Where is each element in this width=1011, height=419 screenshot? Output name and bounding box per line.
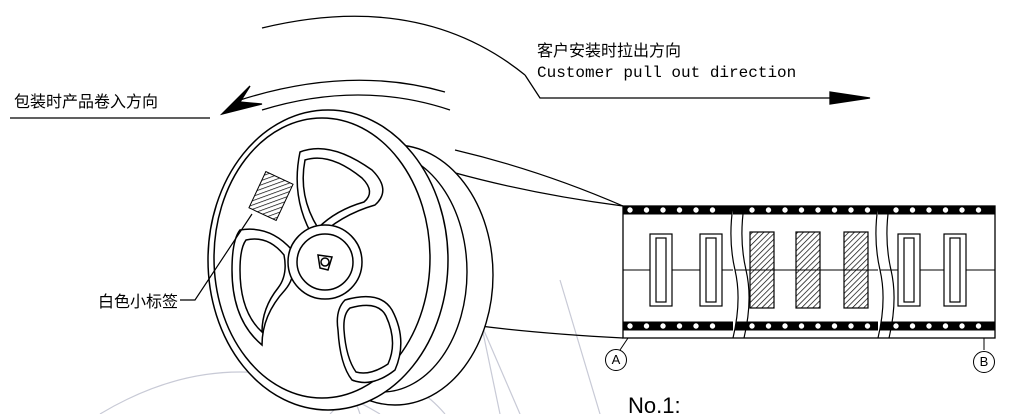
- tape-pockets: [649, 231, 967, 309]
- section-heading: No.1:: [628, 393, 681, 418]
- sprocket-hole: [781, 322, 789, 330]
- pull-direction-label-en: Customer pull out direction: [537, 64, 797, 82]
- wind-direction-label: 包装时产品卷入方向: [14, 92, 159, 111]
- sprocket-hole: [814, 322, 822, 330]
- sprocket-holes: [626, 206, 983, 330]
- sprocket-hole: [863, 322, 872, 330]
- sprocket-hole: [941, 322, 950, 330]
- sprocket-hole: [659, 206, 667, 214]
- sprocket-hole: [830, 322, 839, 330]
- sprocket-hole: [974, 206, 983, 214]
- sprocket-hole: [797, 322, 806, 330]
- sprocket-hole: [692, 206, 700, 214]
- sprocket-hole: [892, 206, 900, 214]
- carrier-tape: [622, 205, 996, 339]
- sprocket-hole: [692, 322, 700, 330]
- sprocket-hole: [748, 206, 756, 214]
- marker-a: A: [605, 349, 627, 371]
- sprocket-hole: [830, 206, 839, 214]
- sprocket-hole: [958, 322, 966, 330]
- sprocket-hole: [847, 322, 855, 330]
- sprocket-hole: [781, 206, 789, 214]
- sprocket-hole: [941, 206, 950, 214]
- sprocket-hole: [908, 322, 917, 330]
- sprocket-hole: [642, 322, 651, 330]
- marker-b: B: [973, 351, 995, 373]
- sprocket-hole: [675, 206, 684, 214]
- sprocket-hole: [626, 206, 634, 214]
- sprocket-hole: [958, 206, 966, 214]
- reel-front-flange: [207, 109, 449, 411]
- sprocket-hole: [748, 322, 756, 330]
- sprocket-hole: [642, 206, 651, 214]
- sprocket-hole: [764, 206, 773, 214]
- sprocket-hole: [925, 322, 933, 330]
- sprocket-hole: [814, 206, 822, 214]
- sprocket-hole: [626, 322, 634, 330]
- white-label-leader: [180, 213, 253, 301]
- sprocket-hole: [908, 206, 917, 214]
- white-label-caption: 白色小标签: [98, 292, 179, 311]
- wind-direction-arrow: [10, 79, 451, 119]
- sprocket-hole: [847, 206, 855, 214]
- sprocket-hole: [659, 322, 667, 330]
- pull-direction-label-cn: 客户安装时拉出方向: [537, 41, 682, 60]
- sprocket-hole: [863, 206, 872, 214]
- marker-leaders: [619, 337, 985, 351]
- sprocket-hole: [797, 206, 806, 214]
- sprocket-hole: [974, 322, 983, 330]
- pull-direction-arrow: [261, 15, 871, 105]
- sprocket-hole: [764, 322, 773, 330]
- sprocket-hole: [925, 206, 933, 214]
- sprocket-hole: [675, 322, 684, 330]
- sprocket-hole: [708, 322, 717, 330]
- sprocket-hole: [708, 206, 717, 214]
- white-label-patch: [248, 170, 294, 222]
- sprocket-hole: [892, 322, 900, 330]
